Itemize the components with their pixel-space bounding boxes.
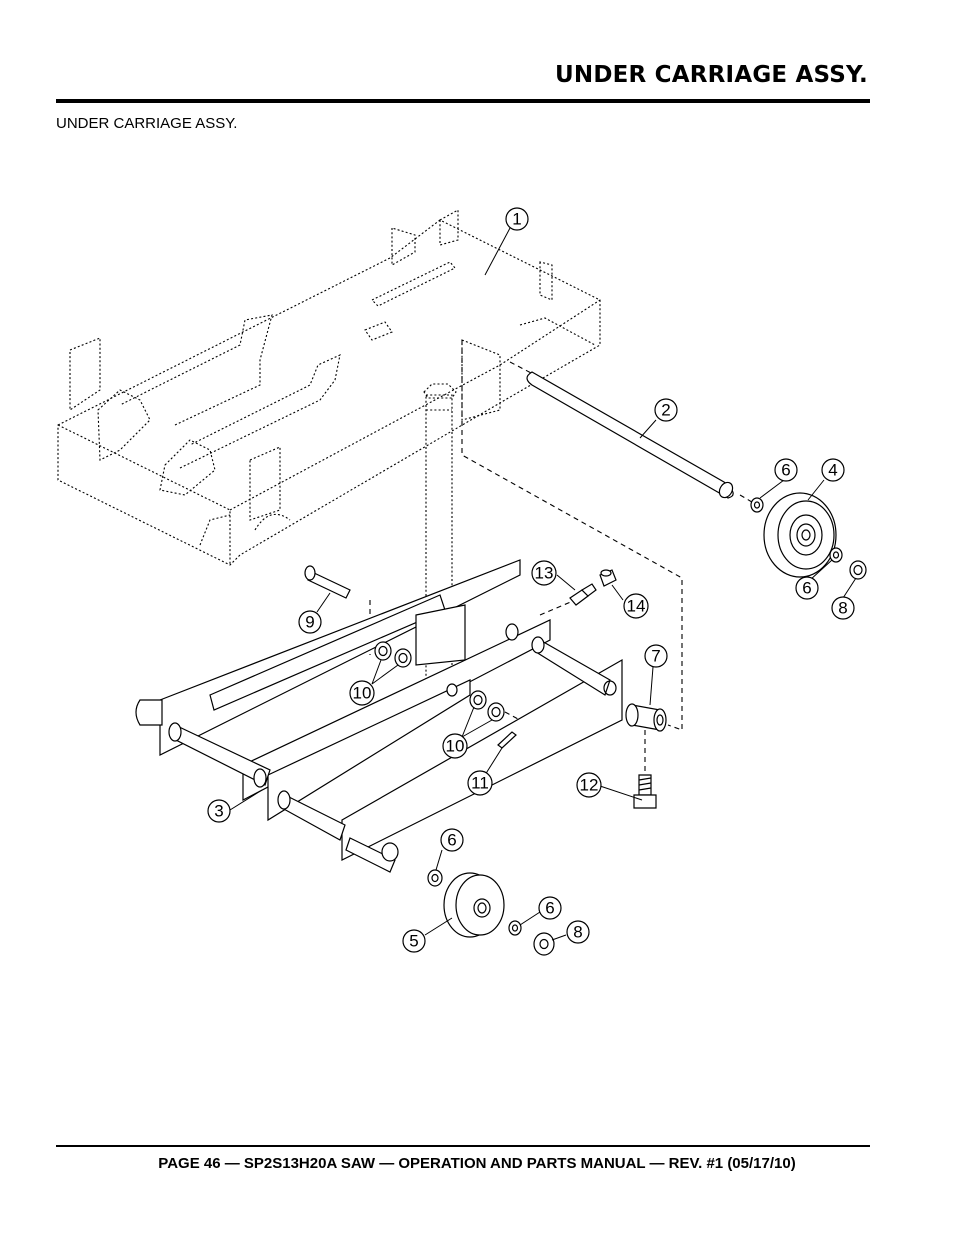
svg-text:12: 12 <box>580 776 599 795</box>
callout-6a: 6 <box>774 458 798 482</box>
carriage-frame <box>135 559 623 873</box>
svg-text:2: 2 <box>661 401 670 420</box>
callout-5: 5 <box>402 929 426 953</box>
svg-text:5: 5 <box>409 932 418 951</box>
svg-text:8: 8 <box>838 599 847 618</box>
svg-text:7: 7 <box>651 647 660 666</box>
header-rule <box>56 99 870 103</box>
callout-8a: 8 <box>831 596 855 620</box>
bushing <box>625 703 667 732</box>
callout-8b: 8 <box>566 920 590 944</box>
callout-6d: 6 <box>538 896 562 920</box>
shaft <box>526 371 734 499</box>
cotter-pin <box>497 731 517 749</box>
footer-rule <box>56 1145 870 1147</box>
callout-6c: 6 <box>440 828 464 852</box>
section-label: UNDER CARRIAGE ASSY. <box>56 115 238 132</box>
svg-text:4: 4 <box>828 461 837 480</box>
svg-text:6: 6 <box>545 899 554 918</box>
callout-6b: 6 <box>795 576 819 600</box>
callout-1: 1 <box>505 207 529 231</box>
callout-11: 11 <box>467 770 493 796</box>
bolt <box>633 774 657 809</box>
frame-outline <box>57 209 601 566</box>
callout-4: 4 <box>821 458 845 482</box>
svg-text:6: 6 <box>781 461 790 480</box>
callout-14: 14 <box>623 593 649 619</box>
pin <box>304 565 351 599</box>
callout-10a: 10 <box>349 680 375 706</box>
wheel-lower <box>443 872 505 938</box>
svg-text:13: 13 <box>535 564 554 583</box>
svg-text:6: 6 <box>802 579 811 598</box>
callout-3: 3 <box>207 799 231 823</box>
svg-text:11: 11 <box>471 774 489 793</box>
page-title: UNDER CARRIAGE ASSY. <box>555 62 868 88</box>
wheel-upper <box>763 492 837 578</box>
callout-10b: 10 <box>442 733 468 759</box>
svg-text:1: 1 <box>512 210 521 229</box>
svg-text:14: 14 <box>627 597 646 616</box>
washers-lower <box>427 869 555 956</box>
svg-text:6: 6 <box>447 831 456 850</box>
svg-text:9: 9 <box>305 613 314 632</box>
svg-text:10: 10 <box>446 737 465 756</box>
callout-7: 7 <box>644 644 668 668</box>
grease-fitting <box>569 569 617 606</box>
callout-12: 12 <box>576 772 602 798</box>
callout-9: 9 <box>298 610 322 634</box>
callout-2: 2 <box>654 398 678 422</box>
svg-text:10: 10 <box>353 684 372 703</box>
svg-text:3: 3 <box>214 802 223 821</box>
page-footer: PAGE 46 — SP2S13H20A SAW — OPERATION AND… <box>158 1155 796 1172</box>
washers-mid <box>374 641 505 722</box>
svg-text:8: 8 <box>573 923 582 942</box>
washers-upper <box>750 497 867 580</box>
leader-lines <box>229 227 857 941</box>
callout-13: 13 <box>531 560 557 586</box>
